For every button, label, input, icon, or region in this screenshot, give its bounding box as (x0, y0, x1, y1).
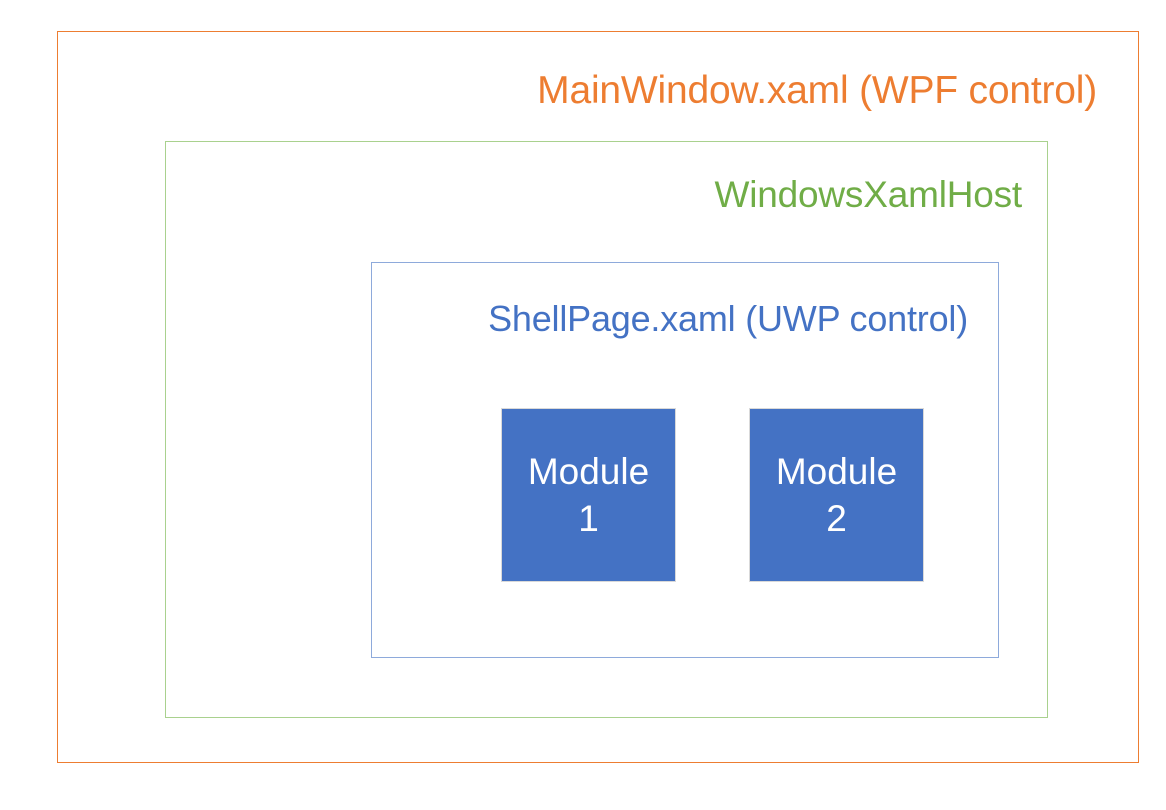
label-windowsxamlhost: WindowsXamlHost (714, 174, 1023, 215)
module-2-index: 2 (826, 498, 847, 539)
module-1-name: Module (527, 450, 650, 492)
module-box-2: Module 2 (749, 408, 924, 582)
container-shellpage-uwp (371, 262, 999, 658)
module-box-1: Module 1 (501, 408, 676, 582)
module-1-index: 1 (578, 498, 599, 539)
container-mainwindow-wpf (57, 31, 1139, 763)
label-mainwindow-wpf: MainWindow.xaml (WPF control) (537, 69, 1097, 112)
container-windowsxamlhost (165, 141, 1048, 718)
label-shellpage-uwp: ShellPage.xaml (UWP control) (488, 298, 968, 339)
module-2-name: Module (775, 450, 898, 492)
